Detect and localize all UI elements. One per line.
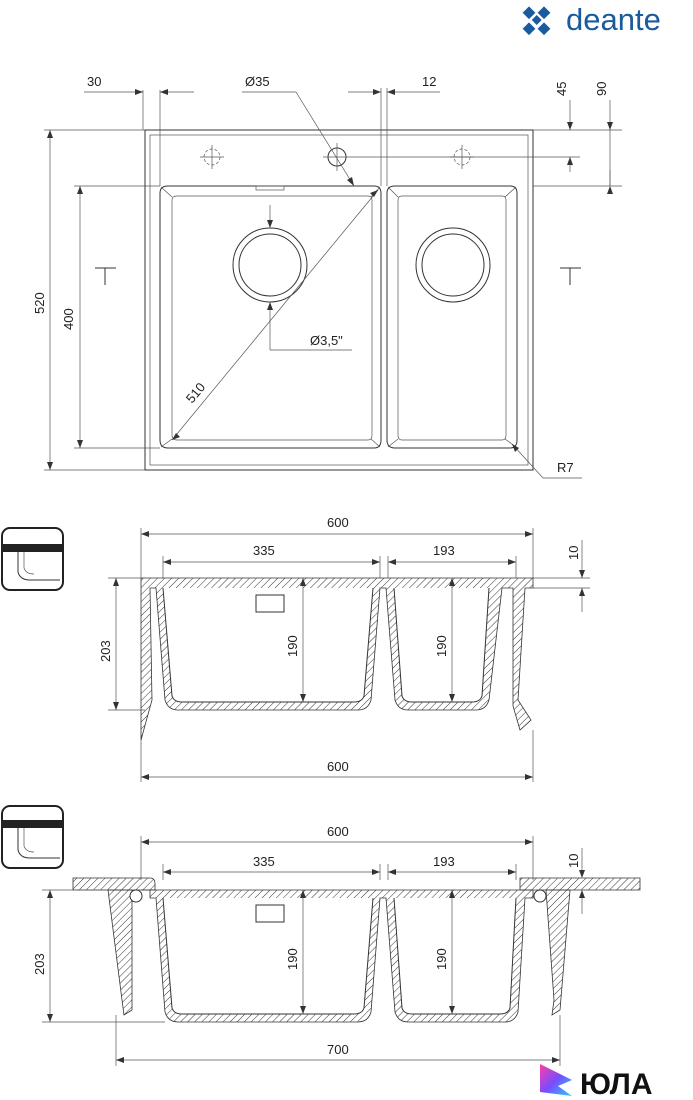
dim-label-45: 45 [554, 82, 569, 96]
section-marker-right [560, 267, 581, 285]
deante-logo: deante [522, 2, 661, 37]
s1-dim-label-600-top: 600 [327, 515, 349, 530]
s1-dim-190b: 190 [434, 578, 455, 702]
dim-label-radius: R7 [557, 460, 574, 475]
s2-dim-190b: 190 [434, 890, 455, 1014]
s2-dim-193: 193 [387, 854, 517, 880]
s1-dim-335: 335 [162, 543, 381, 578]
dim-label-35: Ø35 [245, 74, 270, 89]
yula-logo-icon [540, 1064, 572, 1096]
s2-dim-600: 600 [140, 824, 534, 880]
s2-dim-label-190b: 190 [434, 948, 449, 970]
s2-overflow [255, 904, 285, 923]
dim-400: 400 [61, 185, 160, 449]
s2-sink-section [141, 889, 534, 1023]
small-bowl [386, 185, 518, 449]
deante-logo-icon [522, 6, 551, 36]
s2-dim-label-193: 193 [433, 854, 455, 869]
overflow-slot [255, 185, 285, 191]
drain-large [232, 227, 308, 303]
s1-dim-10: 10 [533, 540, 590, 612]
dim-label-drain: Ø3,5" [310, 333, 343, 348]
s1-dim-label-203: 203 [98, 640, 113, 662]
s1-dim-203: 203 [98, 577, 145, 711]
s1-dim-600-top: 600 [140, 515, 534, 578]
section-2: 600 335 193 10 [1, 805, 641, 1066]
tap-hole-left [200, 145, 224, 169]
s2-dim-label-203: 203 [32, 953, 47, 975]
s1-overflow [255, 594, 285, 613]
s1-dim-label-190b: 190 [434, 635, 449, 657]
s1-dim-label-190a: 190 [285, 635, 300, 657]
dim-label-30: 30 [87, 74, 101, 89]
s2-countertop [72, 877, 641, 1016]
dim-45: 45 [351, 82, 622, 187]
s1-dim-label-193: 193 [433, 543, 455, 558]
dim-label-510: 510 [183, 380, 208, 406]
s2-dim-190a: 190 [285, 890, 306, 1014]
dim-12: 12 [348, 74, 440, 186]
dim-90: 90 [594, 82, 613, 194]
s2-dim-label-600: 600 [327, 824, 349, 839]
s2-dim-203: 203 [32, 889, 165, 1023]
s1-dim-label-10: 10 [566, 546, 581, 560]
sink-inner-outline [149, 134, 529, 466]
section-marker-left [95, 267, 116, 285]
s1-sink-section [140, 577, 534, 741]
s2-dim-label-700: 700 [327, 1042, 349, 1057]
brand-name: deante [566, 2, 661, 37]
mount-icon-undermount [1, 805, 64, 869]
s2-dim-label-335: 335 [253, 854, 275, 869]
s2-dim-label-10: 10 [566, 854, 581, 868]
mount-icon-overmount [1, 527, 64, 591]
s1-dim-190a: 190 [285, 578, 306, 702]
s1-dim-600-bottom: 600 [140, 730, 534, 782]
s1-dim-label-335: 335 [253, 543, 275, 558]
s2-dim-335: 335 [162, 854, 381, 880]
dim-520: 520 [32, 129, 145, 471]
s2-dim-label-190a: 190 [285, 948, 300, 970]
dim-30: 30 [84, 74, 194, 186]
s1-dim-193: 193 [387, 543, 517, 578]
s2-dim-10: 10 [566, 848, 585, 914]
tap-hole-center [323, 143, 351, 171]
s2-dim-700: 700 [115, 1015, 561, 1066]
section-1: 600 335 193 10 [1, 515, 590, 782]
dim-label-400: 400 [61, 308, 76, 330]
yula-watermark: ЮЛА [540, 1064, 653, 1100]
sink-outline [144, 129, 534, 471]
dim-510: 510 [171, 189, 379, 441]
s1-dim-label-600-bottom: 600 [327, 759, 349, 774]
drain-small [415, 227, 491, 303]
dim-35: Ø35 [242, 74, 355, 187]
dim-drain: Ø3,5" [267, 205, 352, 351]
watermark-name: ЮЛА [580, 1068, 653, 1100]
dim-label-12: 12 [422, 74, 436, 89]
dim-label-520: 520 [32, 292, 47, 314]
dim-label-90: 90 [594, 82, 609, 96]
dim-radius: R7 [511, 443, 582, 479]
top-view: 30 Ø35 12 45 [32, 74, 622, 479]
